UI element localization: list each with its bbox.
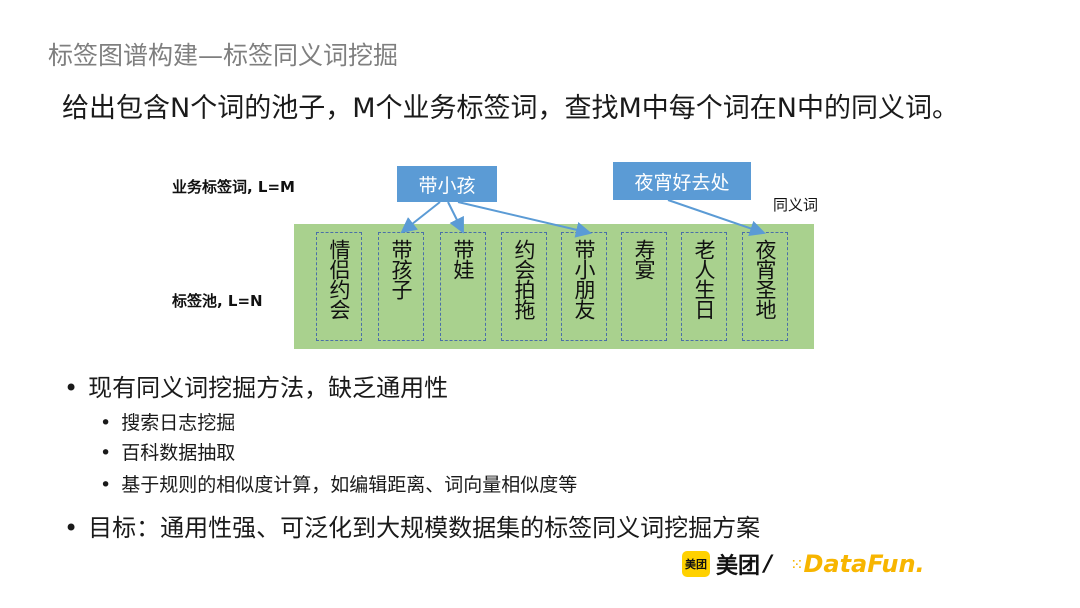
bullet-dot-icon: •	[100, 412, 112, 434]
sub-bullet-item: • 基于规则的相似度计算，如编辑距离、词向量相似度等	[100, 470, 577, 497]
bullet-item: • 现有同义词挖掘方法，缺乏通用性	[64, 368, 448, 403]
datafun-dots-icon: ⁙	[790, 554, 803, 574]
pool-item: 老人生日	[681, 232, 727, 341]
slide-subtitle: 给出包含N个词的池子，M个业务标签词，查找M中每个词在N中的同义词。	[62, 93, 959, 124]
arrow-line	[400, 201, 441, 234]
business-tag: 带小孩	[397, 166, 497, 202]
bullet-dot-icon: •	[100, 474, 112, 496]
pool-item: 带小朋友	[561, 232, 607, 341]
pool-item-text: 约会拍拖	[512, 239, 536, 319]
pool-item: 带娃	[440, 232, 486, 341]
sub-bullet-item: • 搜索日志挖掘	[100, 408, 235, 435]
pool-item: 情侣约会	[316, 232, 362, 341]
logo-separator: /	[764, 551, 773, 577]
tag-pool-label: 标签池, L=N	[172, 292, 263, 310]
pool-item-text: 夜宵圣地	[753, 239, 777, 319]
pool-item-text: 老人生日	[692, 239, 716, 319]
pool-item-text: 带小朋友	[572, 239, 596, 319]
footer-logos: 美团 美团 / ⁙ DataFun.	[682, 549, 925, 579]
business-tags-label: 业务标签词, L=M	[172, 178, 295, 196]
synonym-label: 同义词	[773, 196, 819, 214]
bullet-text: 百科数据抽取	[121, 442, 236, 464]
pool-item-text: 寿宴	[632, 239, 656, 279]
meituan-logo-icon: 美团	[682, 551, 710, 577]
sub-bullet-item: • 百科数据抽取	[100, 438, 235, 465]
business-tag: 夜宵好去处	[613, 162, 751, 200]
bullet-text: 现有同义词挖掘方法，缺乏通用性	[88, 374, 449, 402]
meituan-logo-text: 美团	[716, 554, 761, 579]
tag-pool-area	[294, 224, 814, 349]
pool-item: 约会拍拖	[501, 232, 547, 341]
bullet-text: 基于规则的相似度计算，如编辑距离、词向量相似度等	[121, 474, 578, 496]
datafun-logo-text: DataFun.	[803, 550, 925, 578]
slide-title: 标签图谱构建—标签同义词挖掘	[48, 41, 399, 70]
arrow-line	[667, 199, 766, 237]
arrow-line	[457, 201, 592, 238]
bullet-text: 搜索日志挖掘	[121, 412, 236, 434]
bullet-item: • 目标：通用性强、可泛化到大规模数据集的标签同义词挖掘方案	[64, 508, 760, 543]
arrow-line	[447, 201, 464, 234]
pool-item-text: 带孩子	[389, 239, 413, 299]
pool-item: 夜宵圣地	[742, 232, 788, 341]
pool-item: 寿宴	[621, 232, 667, 341]
bullet-dot-icon: •	[64, 374, 79, 402]
pool-item-text: 情侣约会	[327, 239, 351, 319]
pool-item-text: 带娃	[451, 239, 475, 279]
pool-item: 带孩子	[378, 232, 424, 341]
bullet-dot-icon: •	[64, 514, 79, 542]
bullet-text: 目标：通用性强、可泛化到大规模数据集的标签同义词挖掘方案	[88, 514, 761, 542]
bullet-dot-icon: •	[100, 442, 112, 464]
